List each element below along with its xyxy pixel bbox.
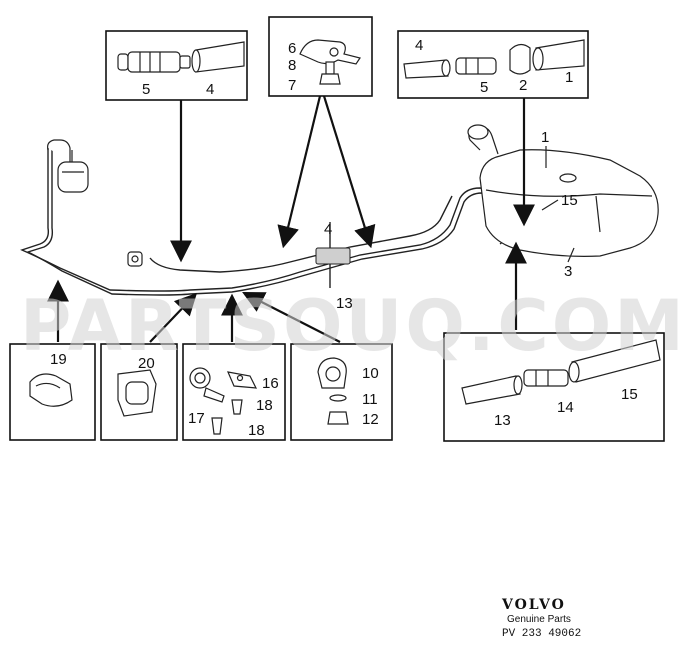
callout-5: 5: [142, 81, 150, 98]
detail-box-hose-joint: 13 14 15: [443, 332, 665, 442]
callout-1: 1: [541, 129, 549, 146]
brand-name: VOLVO: [501, 597, 566, 613]
detail-box-clamp-16: 16 17 18 18: [182, 343, 286, 441]
callout-13: 13: [336, 295, 353, 312]
detail-box-clip-20: 20: [100, 343, 178, 441]
callout-7: 7: [288, 77, 296, 94]
callout-10: 10: [362, 365, 379, 382]
callout-20: 20: [138, 355, 155, 372]
callout-1: 1: [565, 69, 573, 86]
detail-box-clip-bolt: 6 8 7: [268, 16, 373, 97]
brand-block: VOLVO Genuine Parts PV 233 49062: [501, 597, 581, 640]
callout-2: 2: [519, 77, 527, 94]
callout-16: 16: [262, 375, 279, 392]
callout-18: 18: [256, 397, 273, 414]
callout-8: 8: [288, 57, 296, 74]
detail-box-clamp-10: 10 11 12: [290, 343, 393, 441]
callout-19: 19: [50, 351, 67, 368]
callout-11: 11: [362, 391, 378, 408]
callout-15: 15: [621, 386, 638, 403]
callout-17: 17: [188, 410, 205, 427]
detail-box-hose-connector-right: 4 5 2 1: [397, 30, 589, 99]
callout-3: 3: [564, 263, 572, 280]
callout-15: 15: [561, 192, 578, 209]
callout-4: 4: [206, 81, 214, 98]
brand-tagline: Genuine Parts: [507, 614, 571, 625]
pipe-fitting-left: [127, 251, 143, 267]
charcoal-canister: [47, 139, 89, 193]
watermark: PARTSOUQ.COM: [20, 285, 687, 367]
callout-12: 12: [362, 411, 379, 428]
callout-4: 4: [415, 37, 423, 54]
callout-4: 4: [324, 221, 332, 238]
detail-box-hose-connector-left: 5 4: [105, 30, 248, 101]
leader-arrows: [47, 95, 535, 343]
fuel-tank: [467, 124, 659, 257]
callout-5: 5: [480, 79, 488, 96]
callout-6: 6: [288, 40, 296, 57]
callout-14: 14: [557, 399, 574, 416]
callout-18: 18: [248, 422, 265, 439]
part-code: PV 233 49062: [502, 628, 581, 640]
detail-box-clip-19: 19: [9, 343, 96, 441]
callout-13: 13: [494, 412, 511, 429]
hose-sleeve: [315, 222, 351, 288]
main-callouts: 1 15 3 4 13: [324, 129, 578, 312]
